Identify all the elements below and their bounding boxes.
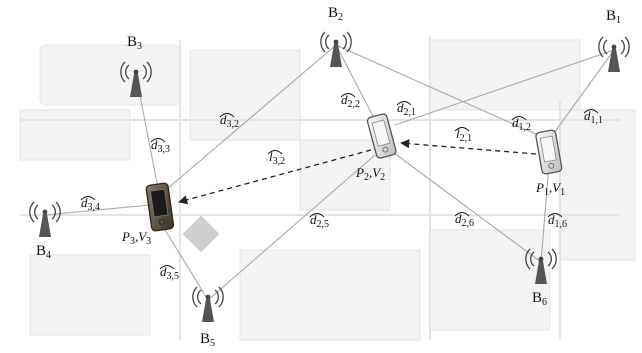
link-d12: [335, 44, 550, 141]
device-label-p2: P2,V2: [355, 165, 385, 183]
svg-text:d3,3: d3,3: [151, 137, 170, 155]
link-d22: [335, 44, 376, 121]
svg-text:d1,6: d1,6: [548, 212, 567, 230]
distance-label-d25: d2,5: [309, 212, 329, 230]
distance-labels: d1,1 d1,2 d1,6 d2,1 d2,2 d2,5 d2,6 d3,2: [80, 92, 603, 282]
station-labels: B1 B2 B3 B4 B5 B6: [36, 5, 621, 349]
link-d34: [44, 204, 151, 216]
movement-label-l32: l3,2: [267, 149, 285, 167]
svg-text:d3,4: d3,4: [81, 195, 100, 213]
link-d25: [207, 154, 376, 301]
svg-text:l2,1: l2,1: [456, 126, 472, 144]
svg-text:d3,2: d3,2: [220, 112, 239, 130]
station-label-b2: B2: [328, 5, 343, 23]
distance-links: [44, 44, 615, 301]
svg-text:d2,1: d2,1: [397, 100, 416, 118]
phone-icon: [535, 129, 563, 175]
link-d11: [548, 49, 615, 141]
svg-text:d3,5: d3,5: [160, 264, 179, 282]
tower-icon: [192, 286, 224, 322]
link-d35: [161, 224, 209, 301]
svg-text:d1,1: d1,1: [584, 108, 603, 126]
station-label-b6: B6: [532, 290, 547, 308]
link-d16: [540, 164, 550, 263]
distance-label-d32: d3,2: [219, 112, 239, 130]
svg-text:d2,5: d2,5: [310, 212, 329, 230]
movement-arrow-l21: [400, 139, 537, 155]
phone-icon: [366, 113, 397, 159]
tower-icon: [598, 36, 630, 72]
distance-label-d22: d2,2: [340, 92, 360, 110]
distance-label-d11: d1,1: [583, 108, 603, 126]
movement-arrow-l32: [178, 149, 372, 205]
tower-icon: [29, 201, 61, 237]
link-d26: [389, 149, 542, 263]
station-label-b4: B4: [36, 243, 51, 261]
link-d21: [394, 49, 615, 126]
movement-label-l21: l2,1: [454, 126, 472, 144]
base-stations: [29, 31, 630, 322]
distance-label-d16: d1,6: [547, 212, 567, 230]
distance-label-d33: d3,3: [150, 137, 170, 155]
movement-labels: l2,1 l3,2: [267, 126, 472, 167]
distance-label-d21: d2,1: [396, 100, 416, 118]
distance-label-d12: d1,2: [511, 115, 531, 133]
movement-arrows: [178, 139, 537, 205]
distance-label-d34: d3,4: [80, 195, 100, 213]
distance-label-d35: d3,5: [159, 264, 179, 282]
station-label-b3: B3: [127, 34, 142, 52]
devices: [145, 113, 563, 232]
device-label-p3: P3,V3: [121, 229, 151, 247]
link-d32: [159, 44, 337, 196]
tower-icon: [120, 61, 152, 97]
svg-text:d2,6: d2,6: [455, 211, 474, 229]
station-label-b5: B5: [200, 331, 215, 349]
svg-text:d2,2: d2,2: [341, 92, 360, 110]
phone-icon: [145, 182, 175, 232]
svg-text:l3,2: l3,2: [269, 149, 285, 167]
tower-icon: [320, 31, 352, 67]
device-labels: P1,V1 P2,V2 P3,V3: [121, 165, 565, 247]
distance-label-d26: d2,6: [454, 211, 474, 229]
svg-text:d1,2: d1,2: [512, 115, 531, 133]
device-label-p1: P1,V1: [535, 180, 565, 198]
station-label-b1: B1: [606, 8, 621, 26]
tower-icon: [525, 248, 557, 284]
